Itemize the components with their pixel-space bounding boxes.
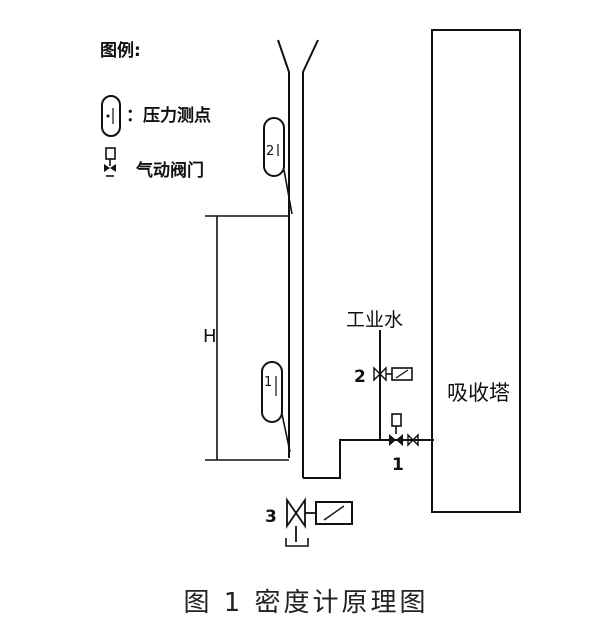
valve-1-label: 1 — [392, 455, 404, 475]
pressure-sensor-1 — [261, 361, 291, 453]
legend-title: 图例: — [100, 40, 141, 61]
absorber-tower — [431, 29, 521, 513]
density-meter-diagram: 图例: ：压力测点 气动阀门 2 1 H — [100, 29, 521, 547]
height-dimension — [205, 215, 289, 461]
legend-valve-icon — [104, 147, 116, 177]
connection-pipe — [303, 439, 434, 479]
valve-3 — [285, 497, 353, 547]
legend-valve-label: 气动阀门 — [135, 160, 204, 181]
valve-1 — [389, 413, 419, 447]
standpipe — [277, 39, 319, 478]
sensor-2-label: 2 — [266, 144, 274, 159]
sensor-1-label: 1 — [264, 375, 272, 390]
valve-3-label: 3 — [265, 507, 277, 527]
pressure-sensor-2 — [263, 117, 293, 215]
valve-2-label: 2 — [354, 367, 366, 387]
valve-2 — [373, 366, 413, 382]
process-water-label: 工业水 — [346, 309, 403, 331]
legend-pressure-icon — [101, 95, 121, 137]
legend-pressure-label: ：压力测点 — [126, 105, 211, 126]
absorber-label: 吸收塔 — [447, 381, 510, 405]
figure-caption: 图 1 密度计原理图 — [183, 588, 429, 618]
height-label: H — [203, 326, 217, 347]
